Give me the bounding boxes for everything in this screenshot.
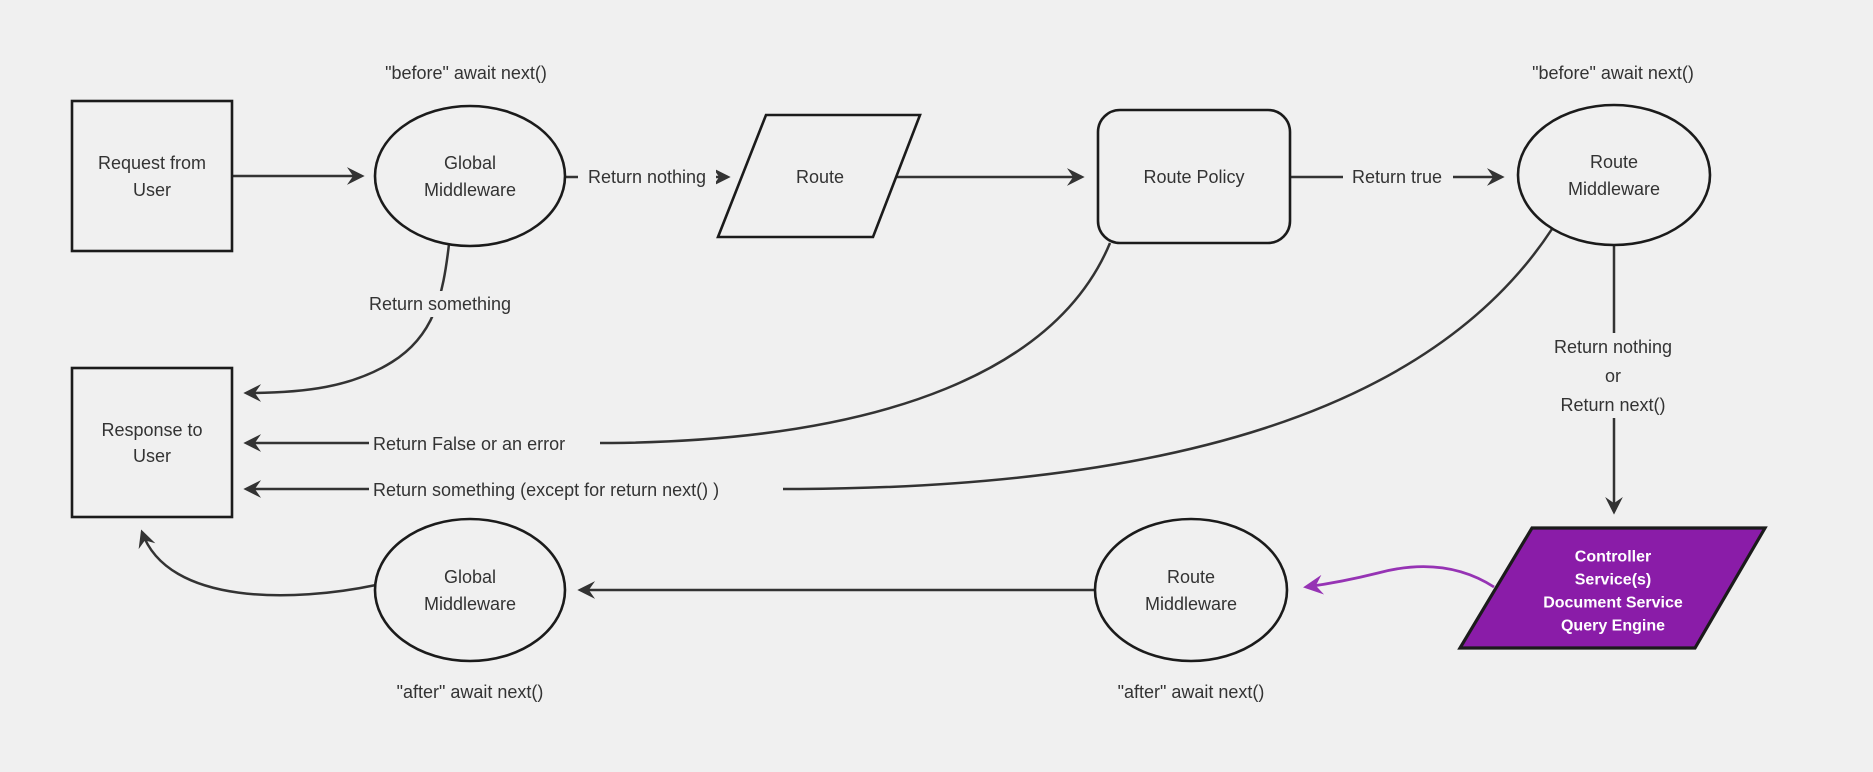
controller-node-label-line3: Document Service <box>1543 595 1683 612</box>
label-bg-return-false <box>369 431 600 456</box>
edge-return-something-except-to-response <box>243 228 1554 498</box>
label-bg-return-something <box>363 291 517 317</box>
route-node-label: Route <box>796 167 844 187</box>
global-middleware-after-label-line2: Middleware <box>424 594 516 614</box>
after-await-next-label-left: "after" await next() <box>397 682 544 702</box>
edge-label-return-something: Return something <box>369 294 511 314</box>
route-policy-node-label: Route Policy <box>1143 167 1244 187</box>
label-bg-return-something-except <box>369 477 783 502</box>
global-middleware-before-label-line2: Middleware <box>424 180 516 200</box>
global-middleware-before-label-line1: Global <box>444 153 496 173</box>
edge-global-middleware-after-to-response <box>138 529 377 597</box>
node-global-middleware-after <box>373 517 567 663</box>
controller-node-label-line1: Controller <box>1575 549 1651 566</box>
node-global-middleware-before <box>373 104 567 248</box>
before-await-next-label-right: "before" await next() <box>1532 63 1694 83</box>
node-route-middleware-after <box>1093 517 1289 663</box>
edge-label-return-false: Return False or an error <box>373 434 565 454</box>
edge-controller-to-route-middleware-after <box>1303 565 1495 595</box>
edge-label-return-something-except: Return something (except for return next… <box>373 480 719 500</box>
edge-label-return-nothing-or-line1: Return nothing <box>1554 337 1672 357</box>
request-node-label-line1: Request from <box>98 153 206 173</box>
label-bg-return-nothing-or <box>1540 333 1688 418</box>
edge-label-return-true: Return true <box>1352 167 1442 187</box>
route-middleware-before-label-line2: Middleware <box>1568 179 1660 199</box>
label-bg-return-true <box>1343 163 1453 190</box>
node-route-middleware-before <box>1516 103 1712 247</box>
response-node-label-line1: Response to <box>101 420 202 440</box>
request-node-label-line2: User <box>133 180 171 200</box>
node-response-to-user <box>70 366 234 519</box>
route-middleware-after-label-line2: Middleware <box>1145 594 1237 614</box>
route-middleware-after-label-line1: Route <box>1167 567 1215 587</box>
after-await-next-label-mid: "after" await next() <box>1118 682 1265 702</box>
node-route-policy <box>1096 108 1292 245</box>
edge-label-return-nothing-or-line3: Return next() <box>1560 395 1665 415</box>
edge-label-return-nothing-or-line2: or <box>1605 366 1621 386</box>
node-route <box>716 113 922 239</box>
label-bg-return-nothing <box>578 163 716 190</box>
global-middleware-after-label-line1: Global <box>444 567 496 587</box>
edge-label-return-nothing: Return nothing <box>588 167 706 187</box>
response-node-label-line2: User <box>133 446 171 466</box>
edge-return-false-to-response <box>243 242 1112 452</box>
controller-node-label-line4: Query Engine <box>1561 618 1665 635</box>
controller-node-label-line2: Service(s) <box>1575 572 1652 589</box>
edge-return-something-to-response <box>243 243 451 402</box>
route-middleware-before-label-line1: Route <box>1590 152 1638 172</box>
before-await-next-label-left: "before" await next() <box>385 63 547 83</box>
node-request-from-user <box>70 99 234 253</box>
node-controller-services <box>1457 526 1768 650</box>
